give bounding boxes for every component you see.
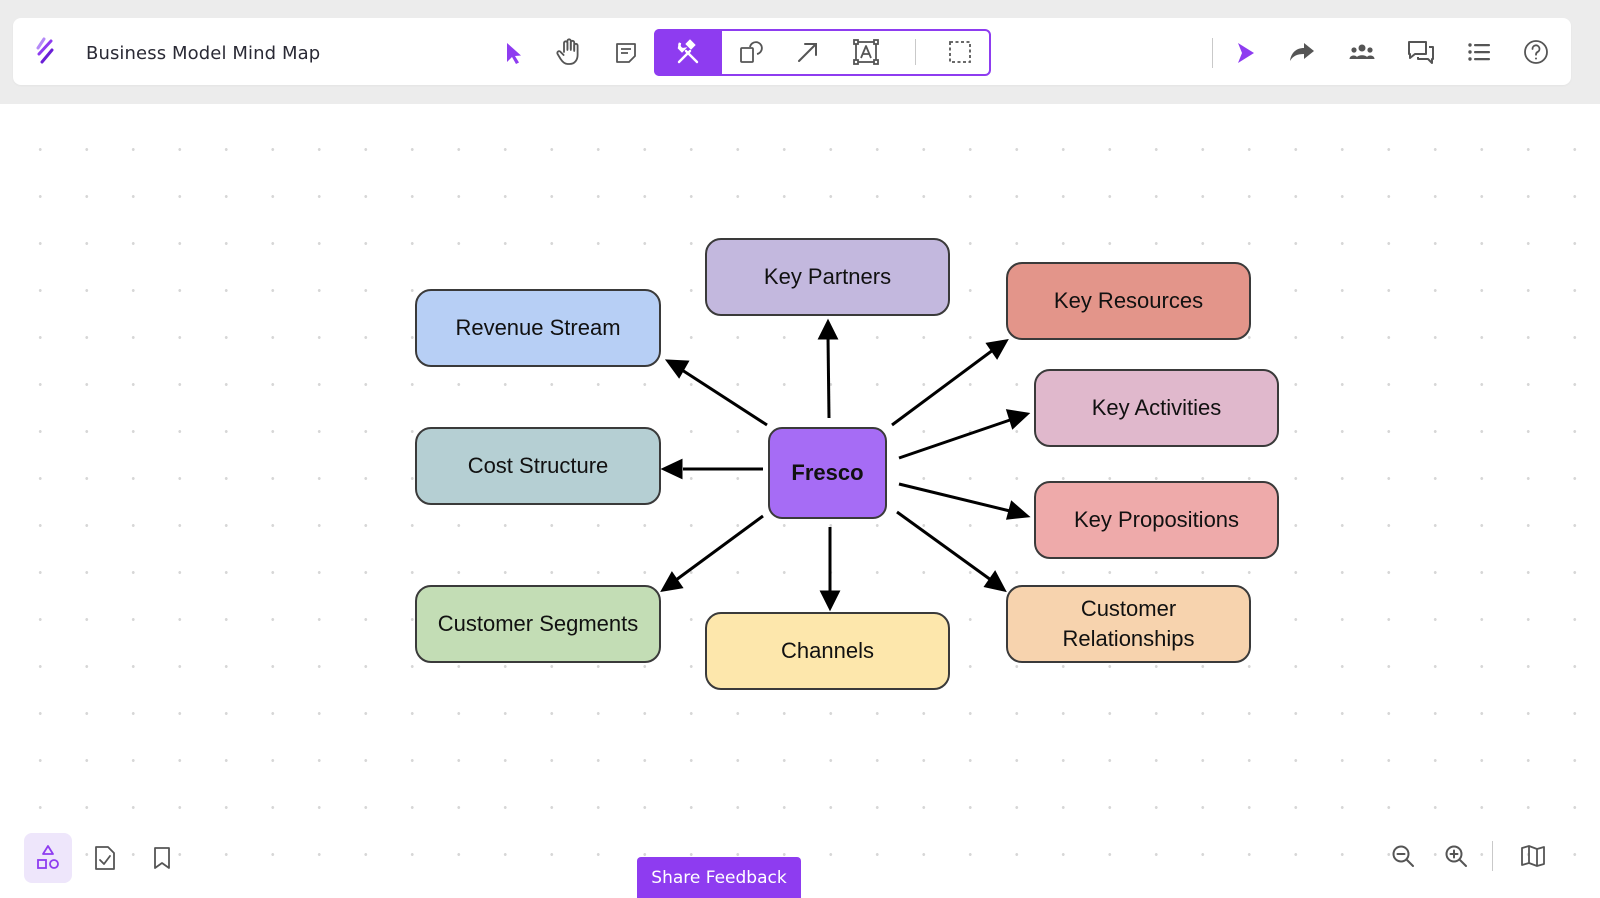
node-channels[interactable]: Channels xyxy=(705,612,950,690)
node-center-fresco[interactable]: Fresco xyxy=(768,427,887,519)
tools-hammer-wrench-icon[interactable] xyxy=(654,29,722,76)
zoom-out-icon[interactable] xyxy=(1383,836,1423,876)
app-logo-icon[interactable] xyxy=(34,36,58,66)
text-box-icon[interactable] xyxy=(848,34,884,70)
marquee-select-icon[interactable] xyxy=(942,34,978,70)
help-icon[interactable] xyxy=(1518,34,1554,70)
node-key-propositions[interactable]: Key Propositions xyxy=(1034,481,1279,559)
pan-hand-icon[interactable] xyxy=(551,34,587,70)
node-key-activities[interactable]: Key Activities xyxy=(1034,369,1279,447)
actions-divider xyxy=(1212,38,1213,68)
comments-icon[interactable] xyxy=(1403,34,1439,70)
node-cost-structure[interactable]: Cost Structure xyxy=(415,427,661,505)
node-key-partners[interactable]: Key Partners xyxy=(705,238,950,316)
select-cursor-icon[interactable] xyxy=(495,35,531,71)
bottom-left-panel xyxy=(24,833,172,883)
connector-arrow-icon[interactable] xyxy=(790,34,826,70)
collaborators-icon[interactable] xyxy=(1344,34,1380,70)
zoom-divider xyxy=(1492,841,1493,871)
shapes-library-icon[interactable] xyxy=(24,833,72,883)
share-feedback-button[interactable]: Share Feedback xyxy=(637,857,801,898)
outline-list-icon[interactable] xyxy=(1461,34,1497,70)
tasks-icon[interactable] xyxy=(81,833,129,883)
node-revenue-stream[interactable]: Revenue Stream xyxy=(415,289,661,367)
shapes-icon[interactable] xyxy=(733,34,769,70)
document-title[interactable]: Business Model Mind Map xyxy=(86,43,321,64)
share-icon[interactable] xyxy=(1284,34,1320,70)
node-customer-relationships[interactable]: Customer Relationships xyxy=(1006,585,1251,663)
bookmark-icon[interactable] xyxy=(138,833,186,883)
node-customer-segments[interactable]: Customer Segments xyxy=(415,585,661,663)
present-play-icon[interactable] xyxy=(1227,35,1263,71)
zoom-in-icon[interactable] xyxy=(1436,836,1476,876)
sticky-note-icon[interactable] xyxy=(608,35,644,71)
toolbar-divider xyxy=(915,39,916,65)
node-key-resources[interactable]: Key Resources xyxy=(1006,262,1251,340)
minimap-icon[interactable] xyxy=(1513,836,1553,876)
